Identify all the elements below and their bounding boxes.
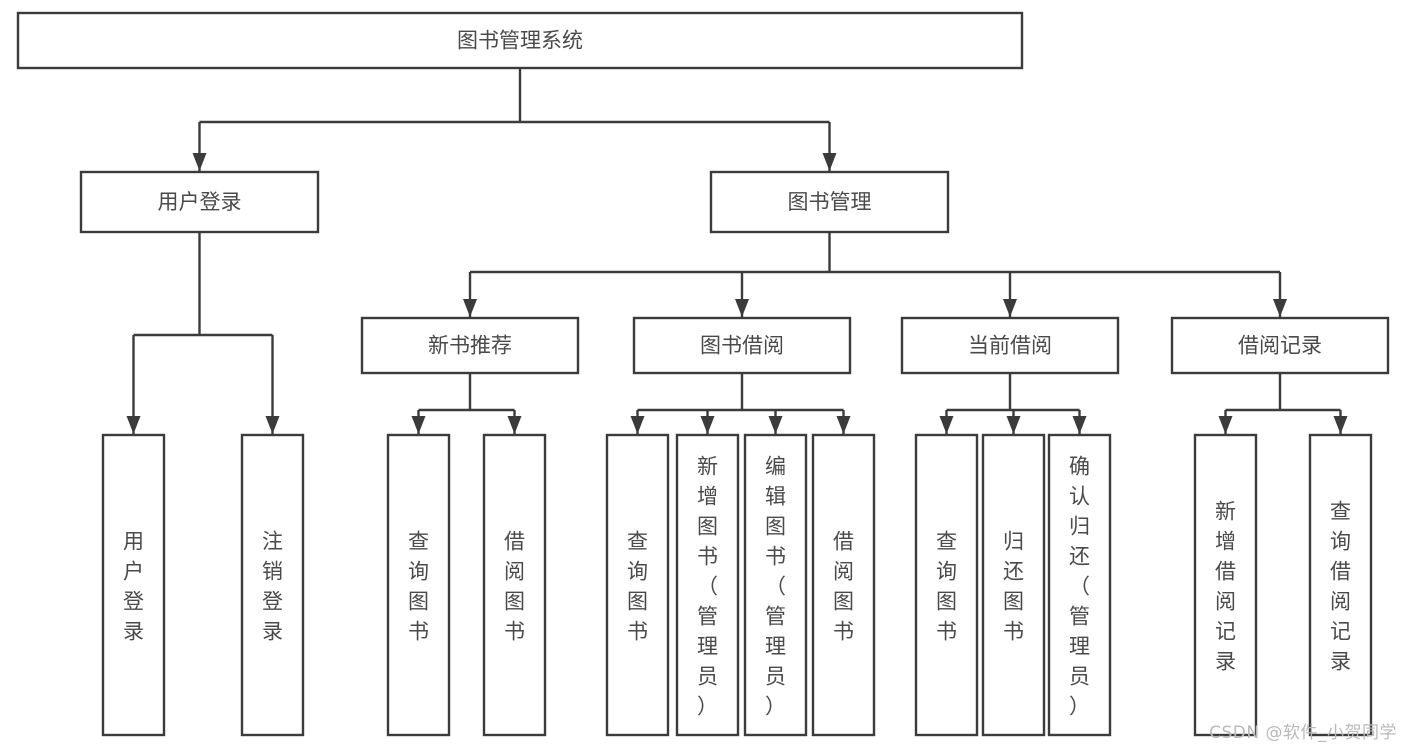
node-label-leaf-add-book-admin: 新增图书（管理员） [697,454,718,718]
node-box-leaf-return-book [981,433,1046,737]
node-layer: 图书管理系统用户登录图书管理新书推荐图书借阅当前借阅借阅记录用户登录注销登录查询… [16,11,1390,737]
node-label-leaf-return-book: 归还图书 [1003,529,1024,643]
node-label-current-borrow: 当前借阅 [968,334,1052,358]
node-leaf-user-login[interactable]: 用户登录 [101,433,166,737]
node-label-leaf-add-borrow-record: 新增借阅记录 [1215,499,1236,673]
node-box-leaf-edit-book-admin [743,433,808,737]
node-new-book-recommend[interactable]: 新书推荐 [360,316,580,375]
node-box-borrow-record [1170,316,1390,375]
node-box-leaf-user-logout [240,433,305,737]
node-box-leaf-confirm-return-admin [1047,433,1112,737]
arrow-head-icon-leaf-edit-book-admin [768,416,783,434]
node-book-management[interactable]: 图书管理 [709,170,950,234]
arrow-head-icon-borrow-record [1273,299,1287,317]
connector-layer [126,68,1348,434]
arrow-head-icon-leaf-borrow-book-recommend [507,416,522,434]
node-current-borrow[interactable]: 当前借阅 [900,316,1120,375]
node-leaf-borrow-book[interactable]: 借阅图书 [811,433,876,737]
node-label-leaf-query-borrow-record: 查询借阅记录 [1330,499,1351,673]
node-leaf-user-logout[interactable]: 注销登录 [240,433,305,737]
node-label-new-book-recommend: 新书推荐 [428,334,512,358]
node-leaf-query-borrow-record[interactable]: 查询借阅记录 [1308,433,1373,737]
arrow-head-icon-user-login [192,153,207,171]
node-box-leaf-user-login [101,433,166,737]
node-label-book-management: 图书管理 [788,190,872,214]
node-label-leaf-user-login: 用户登录 [123,529,144,643]
node-box-leaf-add-book-admin [675,433,740,737]
arrow-head-icon-leaf-query-book-borrow [630,416,645,434]
node-user-login[interactable]: 用户登录 [79,170,320,234]
node-book-borrow[interactable]: 图书借阅 [632,316,852,375]
arrow-head-icon-book-management [822,153,837,171]
node-borrow-record[interactable]: 借阅记录 [1170,316,1390,375]
node-label-leaf-confirm-return-admin: 确认归还（管理员） [1069,454,1090,718]
node-box-current-borrow [900,316,1120,375]
node-box-leaf-query-book-borrow [605,433,670,737]
node-leaf-query-book-current[interactable]: 查询图书 [914,433,979,737]
node-leaf-query-book-borrow[interactable]: 查询图书 [605,433,670,737]
node-root[interactable]: 图书管理系统 [16,11,1024,70]
node-box-new-book-recommend [360,316,580,375]
arrow-head-icon-book-borrow [735,299,749,317]
arrow-head-icon-leaf-query-book-current [939,416,954,434]
node-label-leaf-borrow-book-recommend: 借阅图书 [504,529,525,643]
node-label-leaf-borrow-book: 借阅图书 [833,529,854,643]
node-box-book-borrow [632,316,852,375]
arrow-head-icon-leaf-user-login [126,416,141,434]
node-box-leaf-borrow-book-recommend [482,433,547,737]
node-label-borrow-record: 借阅记录 [1238,334,1322,358]
node-label-user-login: 用户登录 [158,190,242,214]
node-leaf-add-borrow-record[interactable]: 新增借阅记录 [1193,433,1258,737]
node-box-leaf-query-borrow-record [1308,433,1373,737]
arrow-head-icon-leaf-return-book [1006,416,1021,434]
arrow-head-icon-leaf-add-borrow-record [1218,416,1233,434]
node-label-leaf-user-logout: 注销登录 [262,529,283,643]
node-box-leaf-borrow-book [811,433,876,737]
csdn-watermark: CSDN @软件_小贺同学 [1209,723,1397,743]
node-leaf-add-book-admin[interactable]: 新增图书（管理员） [675,433,740,737]
arrow-head-icon-leaf-add-book-admin [700,416,715,434]
node-label-leaf-query-book-borrow: 查询图书 [627,529,648,643]
node-label-leaf-edit-book-admin: 编辑图书（管理员） [765,454,786,718]
node-box-user-login [79,170,320,234]
node-box-leaf-query-book-recommend [386,433,451,737]
node-label-book-borrow: 图书借阅 [700,334,784,358]
node-box-book-management [709,170,950,234]
arrow-head-icon-new-book-recommend [463,299,477,317]
node-leaf-query-book-recommend[interactable]: 查询图书 [386,433,451,737]
arrow-head-icon-current-borrow [1003,299,1017,317]
node-leaf-return-book[interactable]: 归还图书 [981,433,1046,737]
node-box-leaf-query-book-current [914,433,979,737]
arrow-head-icon-leaf-user-logout [265,416,280,434]
arrow-head-icon-leaf-query-borrow-record [1333,416,1348,434]
node-leaf-confirm-return-admin[interactable]: 确认归还（管理员） [1047,433,1112,737]
arrow-head-icon-leaf-confirm-return-admin [1072,416,1087,434]
node-box-root [16,11,1024,70]
node-leaf-edit-book-admin[interactable]: 编辑图书（管理员） [743,433,808,737]
node-label-leaf-query-book-current: 查询图书 [936,529,957,643]
node-box-leaf-add-borrow-record [1193,433,1258,737]
arrow-head-icon-leaf-borrow-book [836,416,851,434]
node-label-leaf-query-book-recommend: 查询图书 [408,529,429,643]
node-label-root: 图书管理系统 [457,29,583,53]
node-leaf-borrow-book-recommend[interactable]: 借阅图书 [482,433,547,737]
arrow-head-icon-leaf-query-book-recommend [411,416,426,434]
